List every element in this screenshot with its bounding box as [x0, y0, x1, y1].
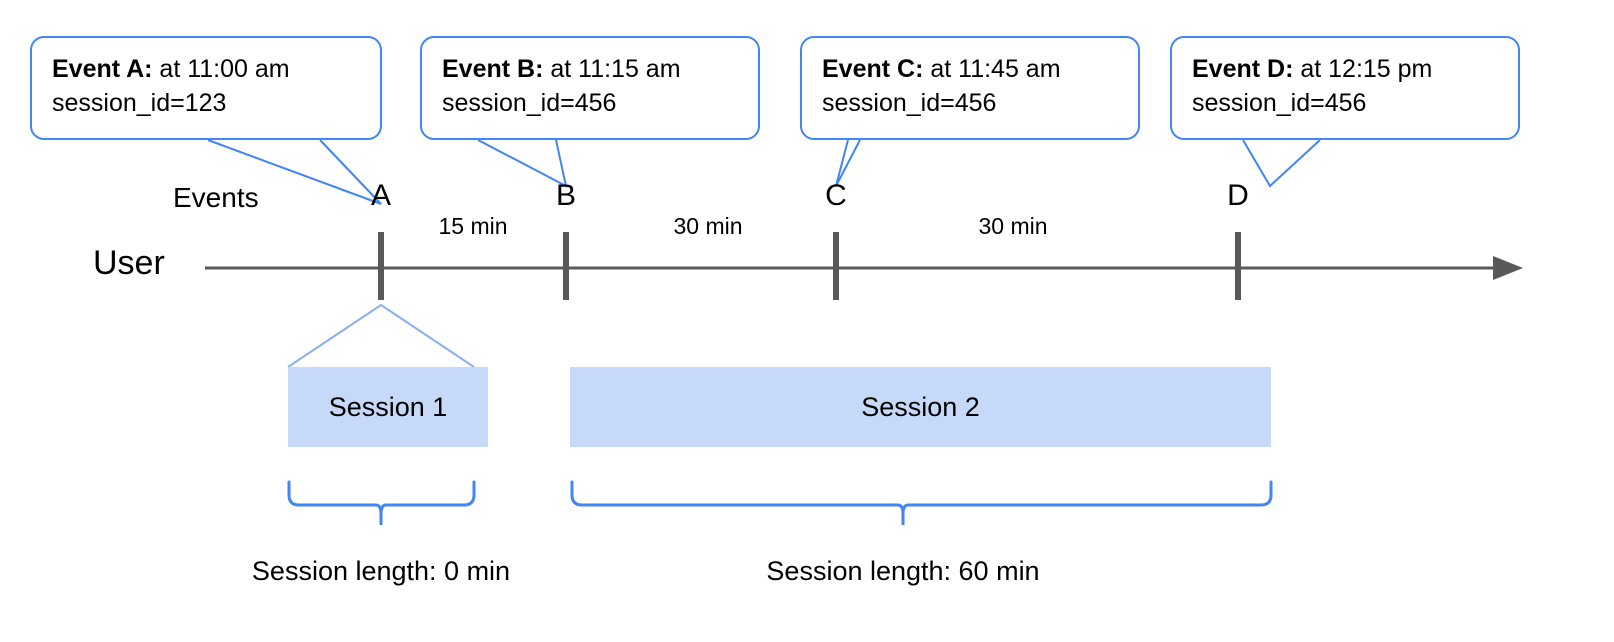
callout-d-line1: Event D: at 12:15 pm [1192, 52, 1500, 86]
callout-event-d[interactable]: Event D: at 12:15 pm session_id=456 [1170, 36, 1520, 140]
callout-b-time: at 11:15 am [543, 55, 681, 83]
callout-a-title: Event A: [52, 55, 153, 83]
callout-a-line1: Event A: at 11:00 am [52, 52, 362, 86]
callout-b-title: Event B: [442, 55, 544, 83]
callout-a-session: session_id=123 [52, 89, 227, 117]
callout-b-session: session_id=456 [442, 89, 617, 117]
user-row-label: User [93, 244, 165, 282]
callout-c-title: Event C: [822, 55, 924, 83]
event-letter-c: C [825, 179, 847, 212]
callout-c-line1: Event C: at 11:45 am [822, 52, 1120, 86]
session-1-length-label: Session length: 0 min [251, 556, 511, 586]
gap-label-cd: 30 min [978, 213, 1048, 239]
callout-event-a[interactable]: Event A: at 11:00 am session_id=123 [30, 36, 382, 140]
session2-brace [570, 480, 1273, 525]
callout-b-line1: Event B: at 11:15 am [442, 52, 740, 86]
callout-tail-c [835, 139, 861, 187]
callout-tail-a [207, 139, 382, 205]
event-letter-d: D [1227, 179, 1249, 212]
callout-tail-b [477, 139, 568, 188]
session-2-length-label: Session length: 60 min [766, 556, 1040, 586]
callout-event-b[interactable]: Event B: at 11:15 am session_id=456 [420, 36, 760, 140]
session-box-1[interactable]: Session 1 [288, 367, 488, 447]
callout-d-session: session_id=456 [1192, 89, 1367, 117]
session-box-2[interactable]: Session 2 [570, 367, 1271, 447]
callout-event-c[interactable]: Event C: at 11:45 am session_id=456 [800, 36, 1140, 140]
callout-c-time: at 11:45 am [923, 55, 1061, 83]
event-letter-a: A [370, 179, 392, 212]
gap-label-bc: 30 min [673, 213, 743, 239]
callout-c-session: session_id=456 [822, 89, 997, 117]
event-letter-b: B [555, 179, 577, 212]
events-row-label: Events [173, 182, 259, 213]
callout-a-time: at 11:00 am [152, 55, 290, 83]
timeline-axis [205, 232, 1523, 300]
gap-label-ab: 15 min [438, 213, 508, 239]
session1-pointer [287, 303, 475, 368]
session-2-label: Session 2 [861, 391, 980, 422]
session1-brace [287, 480, 476, 525]
session-1-label: Session 1 [328, 391, 448, 422]
callout-tail-d [1242, 139, 1321, 188]
callout-d-time: at 12:15 pm [1293, 55, 1433, 83]
callout-d-title: Event D: [1192, 55, 1294, 83]
